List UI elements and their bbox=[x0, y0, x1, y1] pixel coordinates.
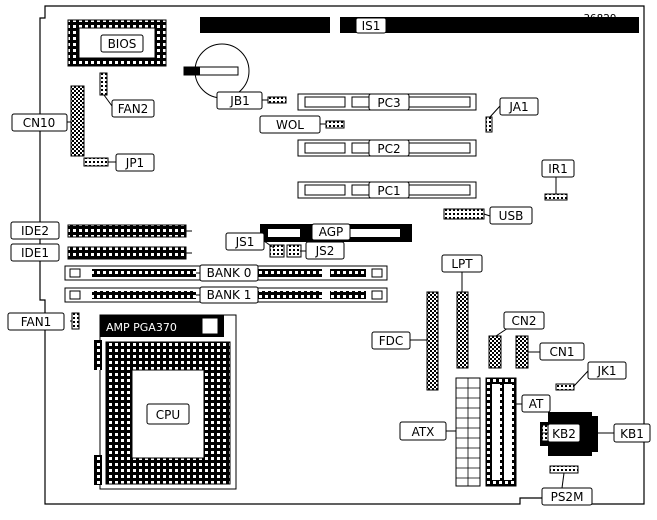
fdc-label-box bbox=[371, 331, 411, 350]
is1-label: IS1 bbox=[362, 19, 381, 33]
usb-label-box bbox=[489, 206, 533, 225]
wol-label: WOL bbox=[276, 118, 304, 132]
at-label-box bbox=[521, 394, 551, 413]
jp1-label: JP1 bbox=[125, 156, 144, 170]
atx-power-connector bbox=[455, 377, 481, 487]
bank0-label: BANK 0 bbox=[207, 266, 252, 280]
ide2-label-box bbox=[10, 221, 60, 240]
bank0-label-box bbox=[199, 264, 259, 282]
atx-label: ATX bbox=[412, 425, 435, 439]
fan1-header bbox=[71, 312, 80, 330]
pc2-label: PC2 bbox=[377, 142, 400, 156]
jb1-label: JB1 bbox=[229, 94, 249, 108]
is1-slot bbox=[200, 17, 639, 33]
at-label: AT bbox=[529, 397, 544, 411]
socket-label: AMP PGA370 bbox=[106, 321, 177, 334]
cpu-label: CPU bbox=[156, 408, 180, 422]
bank1-label-box bbox=[199, 286, 259, 304]
cn1-label: CN1 bbox=[550, 345, 575, 359]
ide1-label-box bbox=[10, 243, 60, 262]
ir1-label-box bbox=[541, 159, 575, 178]
ps2m-label-box bbox=[541, 487, 593, 506]
fdc-connector bbox=[426, 291, 439, 391]
cn10-label: CN10 bbox=[23, 116, 56, 130]
kb1-label-box bbox=[613, 423, 651, 443]
wol-label-box bbox=[259, 115, 321, 134]
bios-label-box bbox=[100, 34, 144, 53]
leader-lines bbox=[67, 94, 614, 489]
ide2-connector bbox=[67, 224, 187, 238]
fan1-label-box bbox=[7, 312, 65, 331]
cn10-label-box bbox=[11, 113, 68, 132]
bios-label: BIOS bbox=[108, 37, 137, 51]
ps2m-header bbox=[549, 465, 579, 474]
jb1-jumper bbox=[267, 96, 287, 104]
js1-label-box bbox=[225, 232, 265, 251]
cpu-socket bbox=[94, 314, 237, 490]
kb1-label: KB1 bbox=[620, 427, 644, 441]
cn1-label-box bbox=[539, 342, 585, 361]
fan2-header bbox=[99, 72, 108, 96]
ir1-header bbox=[544, 193, 568, 201]
atx-label-box bbox=[399, 421, 447, 441]
js2-label-box bbox=[305, 241, 345, 260]
jk1-label: JK1 bbox=[596, 364, 616, 378]
ja1-label: JA1 bbox=[508, 100, 528, 114]
js1-label: JS1 bbox=[235, 235, 255, 249]
cn2-label-box bbox=[503, 311, 545, 330]
ja1-label-box bbox=[499, 97, 539, 116]
cn10-header bbox=[70, 85, 85, 157]
jp1-label-box bbox=[115, 153, 155, 172]
at-power-connector bbox=[485, 377, 517, 487]
cn2-label: CN2 bbox=[512, 314, 537, 328]
lpt-label-box bbox=[441, 254, 483, 273]
fdc-label: FDC bbox=[379, 334, 404, 348]
ps2m-label: PS2M bbox=[551, 490, 584, 504]
pc1-label-box bbox=[368, 181, 410, 199]
jk1-jumper bbox=[555, 383, 575, 391]
pc3-label-box bbox=[368, 93, 410, 111]
ide2-label: IDE2 bbox=[21, 224, 49, 238]
cn2-header bbox=[488, 335, 502, 369]
ja1-jumper bbox=[485, 116, 493, 133]
ide1-label: IDE1 bbox=[21, 246, 49, 260]
pc3-label: PC3 bbox=[377, 96, 400, 110]
fan2-label: FAN2 bbox=[118, 102, 149, 116]
ir1-label: IR1 bbox=[548, 162, 568, 176]
jp1-jumper bbox=[83, 157, 109, 167]
fan1-label: FAN1 bbox=[21, 315, 52, 329]
pc1-label: PC1 bbox=[377, 184, 400, 198]
ide1-connector bbox=[67, 246, 187, 260]
usb-label: USB bbox=[499, 209, 524, 223]
bank1-label: BANK 1 bbox=[207, 288, 252, 302]
fan2-label-box bbox=[111, 99, 155, 118]
agp-label: AGP bbox=[319, 225, 344, 239]
wol-header bbox=[325, 120, 345, 129]
is1-label-box bbox=[355, 17, 387, 34]
jk1-label-box bbox=[587, 361, 627, 380]
lpt-label: LPT bbox=[451, 257, 473, 271]
js2-label: JS2 bbox=[315, 244, 335, 258]
js2-jumper bbox=[286, 244, 302, 258]
kb2-label: KB2 bbox=[552, 427, 576, 441]
usb-header bbox=[443, 208, 485, 220]
lpt-connector bbox=[456, 291, 469, 369]
pc2-label-box bbox=[368, 139, 410, 157]
cn1-header bbox=[515, 335, 529, 369]
kb2-label-box bbox=[547, 423, 581, 443]
cpu-label-box bbox=[146, 403, 190, 425]
agp-label-box bbox=[311, 223, 351, 241]
jb1-label-box bbox=[216, 91, 263, 110]
